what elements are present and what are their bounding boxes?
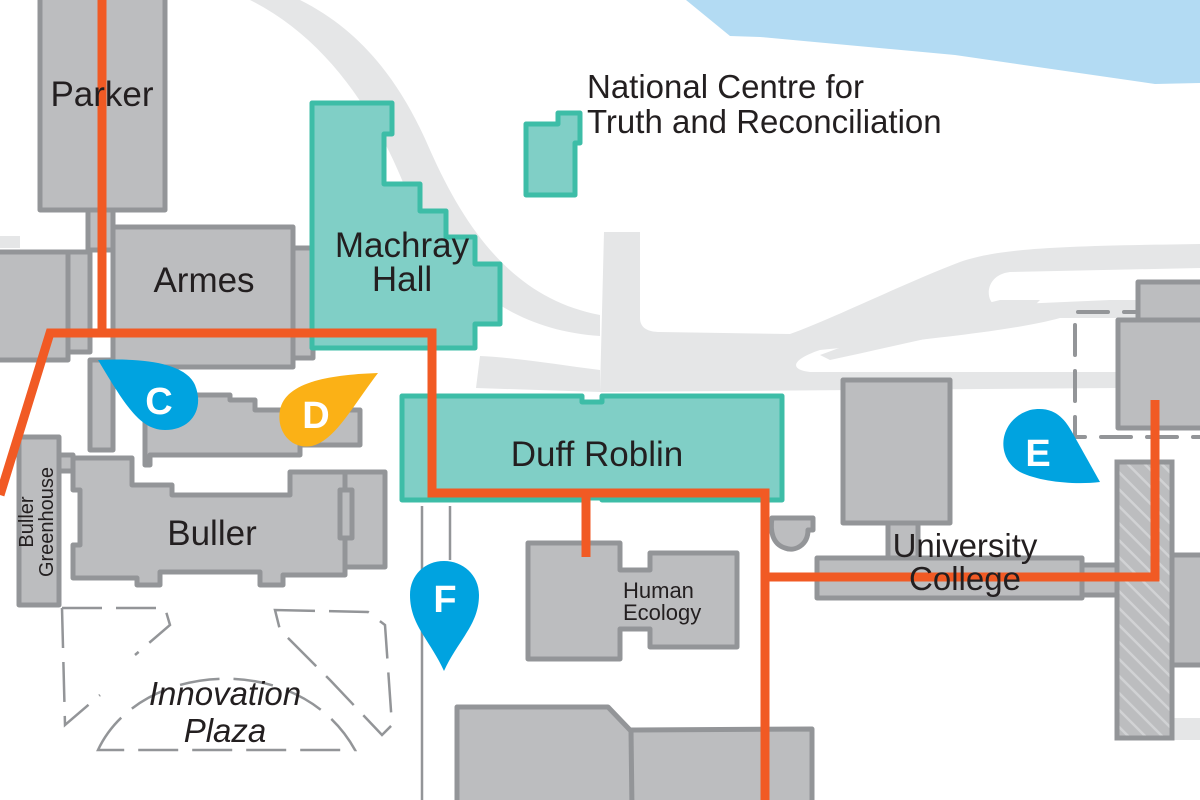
label-buller-greenhouse-line2: Greenhouse: [36, 467, 58, 577]
label-machray-line1: Machray: [335, 226, 470, 265]
label-buller: Buller: [167, 514, 257, 553]
marker-c-letter: C: [145, 381, 172, 423]
label-nctr-line2: Truth and Reconciliation: [587, 103, 942, 140]
label-duff-roblin: Duff Roblin: [511, 435, 684, 474]
label-nctr-line1: National Centre for: [587, 68, 864, 105]
map-pin-icon: [1003, 409, 1100, 484]
building-south[interactable]: [454, 704, 815, 800]
building-west[interactable]: [0, 249, 93, 363]
marker-d[interactable]: D: [279, 373, 378, 447]
marker-e-letter: E: [1025, 433, 1050, 475]
river-water: [686, 0, 1200, 84]
label-innovation-plaza-line2: Plaza: [184, 712, 267, 749]
marker-e[interactable]: E: [1003, 409, 1100, 484]
building-armes[interactable]: [87, 224, 316, 453]
accessible-route: [0, 0, 1160, 800]
label-university-college-line1: University: [893, 527, 1038, 564]
map-pin-icon: [410, 561, 479, 671]
marker-c[interactable]: C: [98, 359, 199, 430]
marker-d-letter: D: [302, 395, 329, 437]
building-nctr[interactable]: [523, 110, 583, 198]
label-innovation-plaza-line1: Innovation: [149, 675, 301, 712]
map-pin-icon: [279, 373, 378, 447]
building-human-ecology[interactable]: [525, 540, 740, 662]
label-human-ecology-line2: Ecology: [623, 600, 701, 625]
innovation-plaza-outline: [60, 606, 394, 752]
building-buller[interactable]: [70, 392, 388, 588]
label-university-college-line2: College: [909, 560, 1021, 597]
label-armes: Armes: [153, 261, 254, 300]
marker-f[interactable]: F: [410, 561, 479, 671]
building-east[interactable]: [1114, 279, 1200, 741]
label-machray-line2: Hall: [372, 260, 432, 299]
label-parker: Parker: [50, 75, 153, 114]
building-divider: [628, 729, 635, 800]
map-pin-icon: [98, 359, 199, 430]
building-buller-greenhouse[interactable]: [16, 434, 76, 608]
label-buller-greenhouse-line1: Buller: [16, 496, 38, 547]
building-machray-hall[interactable]: [309, 100, 503, 351]
marker-f-letter: F: [433, 579, 456, 621]
label-human-ecology-line1: Human: [623, 578, 694, 603]
